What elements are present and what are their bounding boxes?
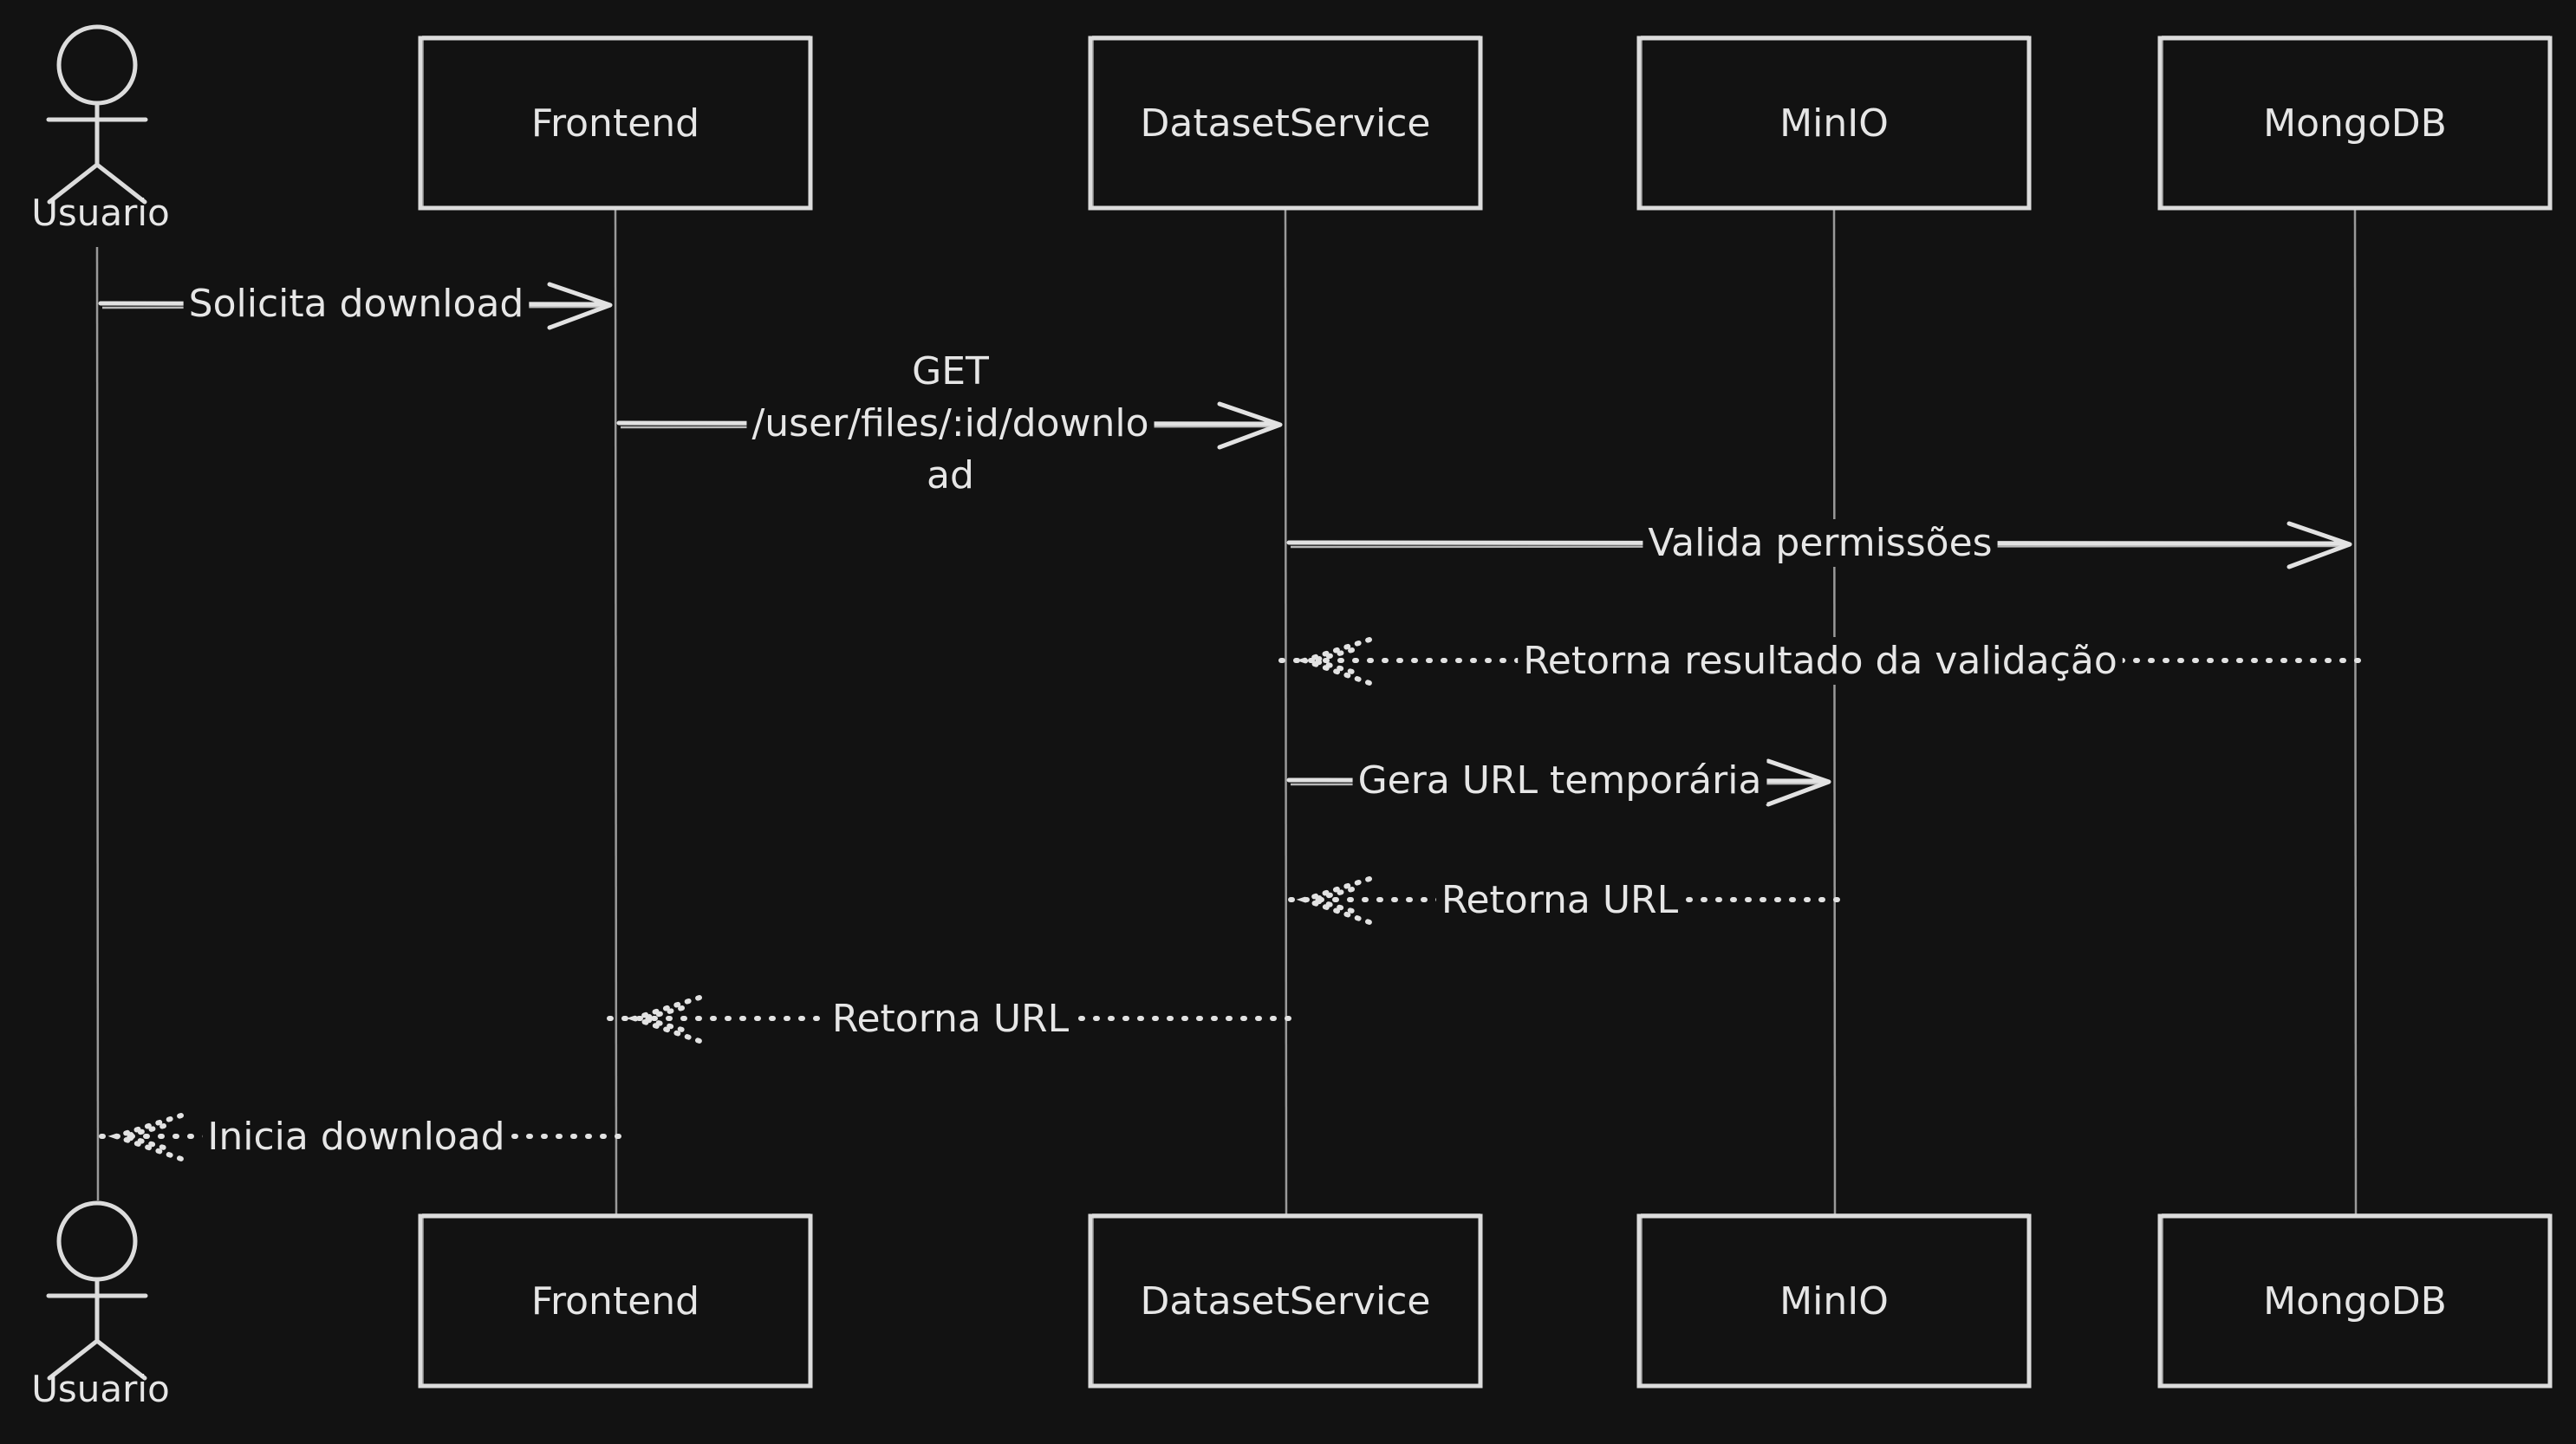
message-label-bg	[202, 1113, 511, 1161]
participant-box	[418, 1213, 813, 1389]
arrowhead-inner-dotted	[1303, 887, 1355, 914]
actor-legs	[47, 161, 147, 205]
message-8: Inicia download	[88, 1113, 621, 1161]
message-6: Retorna URL	[1276, 876, 1840, 925]
lifeline-datasetservice	[1284, 207, 1288, 1217]
message-label-bg	[826, 995, 1075, 1043]
participant-box-sketch	[1641, 1213, 2029, 1388]
participant-label: MinIO	[1779, 1279, 1889, 1324]
participant-label: Frontend	[531, 101, 699, 146]
participant-box-sketch	[2162, 36, 2550, 210]
message-label: /user/files/:id/downlo	[751, 401, 1148, 446]
participant-box-sketch	[1641, 36, 2029, 210]
message-3: Valida permissões	[1286, 519, 2352, 569]
participant-datasetservice-top: DatasetService	[1088, 36, 1483, 211]
participant-datasetservice-bottom: DatasetService	[1088, 1213, 1483, 1389]
arrowhead-inner-dotted	[633, 1005, 685, 1032]
message-label-bg	[183, 280, 530, 328]
participant-box-sketch	[1092, 36, 1480, 210]
participant-box-sketch	[422, 36, 810, 210]
arrowhead-inner-dotted	[1303, 647, 1355, 674]
participant-frontend-bottom: Frontend	[418, 1213, 813, 1389]
message-label-bg	[1352, 757, 1767, 804]
message-label: Solicita download	[189, 282, 524, 326]
participant-label: Frontend	[531, 1279, 699, 1324]
arrowhead-open-dotted	[1296, 637, 1372, 686]
participant-box-sketch	[422, 1213, 810, 1388]
message-label-bg	[1435, 876, 1684, 924]
actor-usuario-bottom: Usuario	[31, 1200, 170, 1410]
message-label: GET	[912, 349, 989, 394]
message-label-bg	[921, 452, 979, 499]
participant-mongodb-top: MongoDB	[2157, 36, 2553, 211]
actor-legs	[47, 1337, 147, 1381]
arrowhead-open	[547, 282, 613, 330]
message-label-bg	[1518, 637, 2123, 685]
message-label: Gera URL temporária	[1358, 758, 1762, 803]
lifeline-mongodb	[2353, 207, 2358, 1217]
arrowhead-open	[1766, 758, 1831, 807]
lifeline-usuario	[95, 246, 100, 1201]
arrowhead-open-dotted	[1296, 876, 1372, 925]
participant-label: MongoDB	[2263, 101, 2447, 146]
message-2: GET/user/files/:id/downlo ad	[616, 348, 1283, 499]
message-5: Gera URL temporária	[1286, 757, 1831, 807]
arrowhead-open	[2287, 521, 2352, 569]
participant-box	[1636, 36, 2032, 211]
participant-frontend-top: Frontend	[418, 36, 813, 211]
arrowhead-open-dotted	[107, 1113, 184, 1161]
message-label-bg	[746, 400, 1155, 447]
lifeline-frontend	[614, 207, 618, 1217]
participant-label: MongoDB	[2263, 1279, 2447, 1324]
messages: Solicita downloadGET/user/files/:id/down…	[88, 280, 2361, 1161]
message-label-bg	[907, 348, 995, 395]
participant-box	[1636, 1213, 2032, 1389]
participant-minio-top: MinIO	[1636, 36, 2032, 211]
arrowhead-open-dotted	[626, 995, 702, 1044]
message-4: Retorna resultado da validação	[1276, 637, 2361, 686]
actor-label: Usuario	[31, 192, 170, 234]
participant-box	[418, 36, 813, 211]
participant-mongodb-bottom: MongoDB	[2157, 1213, 2553, 1389]
participant-label: MinIO	[1779, 101, 1889, 146]
participant-box-sketch	[1092, 1213, 1480, 1388]
actor-usuario-top: Usuario	[31, 24, 170, 234]
message-label: Valida permissões	[1648, 521, 1992, 565]
participants: UsuarioUsuarioFrontendFrontendDatasetSer…	[31, 24, 2553, 1410]
participant-label: DatasetService	[1141, 1279, 1431, 1324]
message-7: Retorna URL	[606, 995, 1291, 1044]
message-label: Retorna URL	[832, 997, 1070, 1041]
message-label: Retorna URL	[1441, 878, 1679, 922]
message-label-bg	[1643, 519, 1998, 567]
participant-box-sketch	[2162, 1213, 2550, 1388]
arrowhead-inner-dotted	[114, 1123, 166, 1150]
message-label: Inicia download	[207, 1115, 504, 1159]
participant-minio-bottom: MinIO	[1636, 1213, 2032, 1389]
message-label: Retorna resultado da validação	[1523, 639, 2117, 683]
lifelines	[95, 207, 2358, 1217]
lifeline-minio	[1832, 207, 1837, 1217]
actor-label: Usuario	[31, 1368, 170, 1410]
arrowhead-open	[1217, 401, 1283, 450]
message-label: ad	[927, 453, 974, 498]
message-1: Solicita download	[98, 280, 613, 330]
participant-label: DatasetService	[1141, 101, 1431, 146]
participant-box	[1088, 36, 1483, 211]
